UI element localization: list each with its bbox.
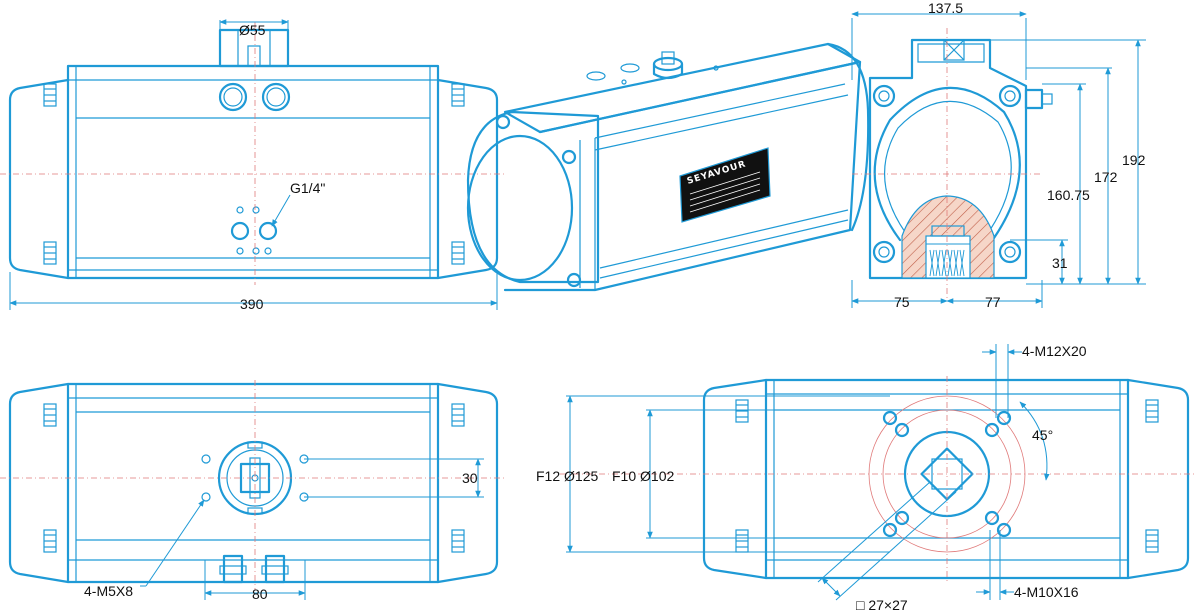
side-left-label: 75 (894, 294, 910, 310)
side-right-label: 77 (985, 294, 1001, 310)
side-base-label: 31 (1052, 255, 1068, 271)
top-shaft-boss (217, 440, 293, 516)
top-right-cap (436, 382, 499, 584)
front-namur-port-left (230, 221, 250, 241)
top-thread-label: 4-M5X8 (84, 583, 133, 599)
front-diameter-label: Ø55 (239, 22, 266, 38)
front-view: Ø55 G1/4" 390 (0, 19, 505, 312)
bottom-flange-outer-label: F12 Ø125 (536, 468, 598, 484)
top-body (66, 382, 440, 584)
side-height-inner-label: 160.75 (1047, 187, 1090, 203)
bottom-square-label: □ 27×27 (856, 597, 908, 613)
bottom-left-cap (702, 378, 768, 580)
iso-view: SEYAVOUR (466, 42, 870, 292)
iso-body-side (503, 60, 862, 292)
top-port-spacing-label: 80 (252, 586, 268, 602)
side-view: 137.5 192 172 160.75 31 75 77 (851, 0, 1146, 310)
top-view: 30 80 4-M5X8 (0, 380, 505, 602)
top-spacing-label: 30 (462, 470, 478, 486)
side-height-outer-label: 192 (1122, 152, 1146, 168)
front-port-right (261, 82, 291, 112)
side-height-mid-label: 172 (1094, 169, 1118, 185)
bottom-angle-label: 45° (1032, 427, 1053, 443)
bottom-flange-inner-label: F10 Ø102 (612, 468, 674, 484)
top-left-cap (8, 382, 70, 584)
front-body (66, 64, 440, 280)
bottom-bolt-top-label: 4-M12X20 (1022, 343, 1087, 359)
bottom-view: F12 Ø125 F10 Ø102 4-M12X20 45° 4-M10X16 … (536, 343, 1195, 613)
iso-brand-plate (679, 147, 771, 223)
side-width-label: 137.5 (928, 0, 963, 16)
front-namur-port-right (258, 221, 278, 241)
front-length-label: 390 (240, 296, 264, 312)
side-bore (873, 86, 1021, 242)
front-port-label: G1/4" (290, 180, 325, 196)
front-left-cap (8, 78, 70, 280)
front-port-left (218, 82, 248, 112)
bottom-square-drive (920, 447, 974, 501)
bottom-right-cap (1126, 378, 1190, 580)
iso-rear-cap (826, 42, 870, 232)
front-cap-fins (43, 83, 465, 265)
bottom-bolt-bottom-label: 4-M10X16 (1014, 584, 1079, 600)
